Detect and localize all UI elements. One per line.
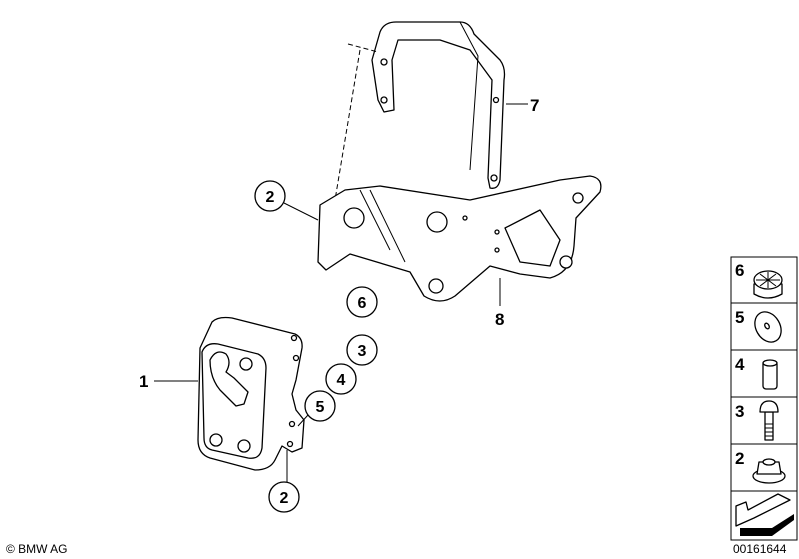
svg-text:5: 5: [316, 399, 325, 416]
castle-nut-icon: [753, 270, 783, 299]
svg-text:3: 3: [358, 343, 367, 360]
copyright: © BMW AG: [6, 542, 68, 556]
svg-text:3: 3: [735, 402, 744, 421]
diagram-number: 00161644: [733, 542, 787, 556]
callout-7: 7: [530, 96, 539, 115]
legend-item-2[interactable]: 2: [735, 449, 786, 484]
part-1-oil-cooler[interactable]: [197, 316, 305, 471]
callout-3: 3: [346, 334, 378, 366]
callout-6: 6: [346, 286, 378, 318]
callout-2-top: 2: [254, 180, 286, 212]
sleeve-icon: [762, 359, 778, 390]
callout-4: 4: [325, 363, 357, 395]
bolt-icon: [759, 400, 779, 441]
svg-text:2: 2: [266, 189, 275, 206]
svg-text:4: 4: [337, 372, 346, 389]
svg-text:8: 8: [495, 310, 504, 329]
callout-1: 1: [139, 372, 148, 391]
svg-text:2: 2: [735, 449, 744, 468]
legend-item-3[interactable]: 3: [735, 400, 779, 441]
legend-item-6[interactable]: 6: [735, 261, 783, 299]
svg-text:7: 7: [530, 96, 539, 115]
svg-text:1: 1: [139, 372, 148, 391]
svg-text:4: 4: [735, 355, 745, 374]
part-8-bracket[interactable]: [317, 175, 602, 302]
flange-nut-icon: [752, 458, 786, 484]
callout-8: 8: [495, 310, 504, 329]
svg-text:6: 6: [358, 295, 367, 312]
callout-2-bottom: 2: [268, 481, 300, 513]
legend-item-4[interactable]: 4: [735, 355, 778, 390]
svg-text:5: 5: [735, 308, 744, 327]
svg-text:2: 2: [280, 490, 289, 507]
callout-5: 5: [304, 390, 336, 422]
part-7-bracket[interactable]: [329, 21, 506, 231]
legend-item-5[interactable]: 5: [735, 307, 786, 347]
parts-legend: 6 5 4 3: [730, 256, 798, 541]
direction-arrow-icon: [735, 493, 794, 536]
leader-lines: [154, 103, 528, 484]
washer-icon: [754, 311, 782, 343]
svg-text:6: 6: [735, 261, 744, 280]
